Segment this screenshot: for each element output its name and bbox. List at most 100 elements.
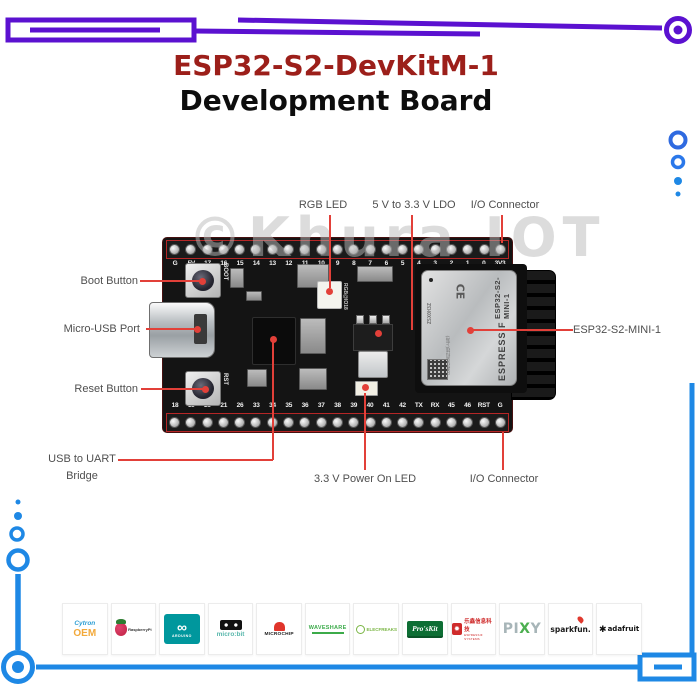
pin-label: 9 <box>335 260 340 267</box>
pin-label: 3V3 <box>492 260 508 270</box>
pin-hole <box>348 244 360 255</box>
callout-line-ldo <box>410 215 413 330</box>
raspberry-icon <box>115 618 128 636</box>
cytron-text: Cytron <box>74 619 96 627</box>
boot-silkscreen: BOOT <box>222 263 228 281</box>
pin-hole <box>185 244 197 255</box>
pin-hole <box>364 244 376 255</box>
pin-hole <box>331 417 343 428</box>
pin-hole <box>348 417 360 428</box>
logo-elecfreaks: ELECFREAKS <box>353 603 400 655</box>
infinity-icon: ∞ <box>176 619 187 635</box>
pin-label: RX <box>430 402 440 409</box>
pin-hole <box>413 417 425 428</box>
pin-label: 26 <box>236 402 244 409</box>
waveshare-underline <box>311 631 344 634</box>
pin-label: TX <box>414 402 423 409</box>
callout-dot-uart <box>269 335 277 343</box>
pin-label: 5 <box>400 260 405 267</box>
smd-component <box>246 291 262 301</box>
label-reset-button: Reset Button <box>74 383 138 395</box>
pin-hole <box>380 417 392 428</box>
pin-hole <box>494 244 506 255</box>
logo-pixy: PIXY <box>499 603 545 655</box>
pin-label: 45 <box>447 402 455 409</box>
elecfreaks-icon <box>355 624 365 634</box>
ce-mark: CE <box>453 283 467 300</box>
pin-label: G <box>172 260 178 267</box>
pin-label: 10 <box>313 260 329 270</box>
pin-hole <box>169 244 180 255</box>
pin-hole <box>397 417 409 428</box>
pin-hole <box>429 417 441 428</box>
pin-label: 12 <box>285 260 293 267</box>
logo-microchip: MICROCHIP <box>256 603 302 655</box>
callout-line-boot <box>140 280 201 282</box>
pin-label: 4 <box>411 260 427 270</box>
callout-line-io-bottom <box>502 432 504 470</box>
top-pin-header <box>166 240 509 259</box>
pin-hole <box>201 244 213 255</box>
callout-line-rgb-led <box>328 215 331 288</box>
callout-dot-ldo <box>374 329 382 337</box>
pin-label: 42 <box>399 402 406 409</box>
pin-label: 37 <box>317 402 325 409</box>
pin-label: 11 <box>297 260 313 270</box>
microchip-icon <box>273 621 285 631</box>
adafruit-text: adafruit <box>607 625 640 633</box>
smd-component <box>299 368 327 390</box>
label-esp32-module: ESP32-S2-MINI-1 <box>573 324 662 336</box>
pin-hole <box>234 417 246 428</box>
raspberry-pi-text: RaspberryPi <box>128 626 152 632</box>
pin-label: 38 <box>334 402 341 409</box>
rgb-silkscreen: RGB@IO18 <box>342 283 348 310</box>
logo-arduino: ∞ ARDUINO <box>159 603 205 655</box>
pin-hole <box>283 417 295 428</box>
pin-hole <box>217 417 229 428</box>
pin-hole <box>250 417 262 428</box>
logo-waveshare: WAVESHARE <box>304 603 351 655</box>
label-uart-line2: Bridge <box>66 470 98 482</box>
pin-hole <box>380 244 392 255</box>
callout-dot-power-led <box>361 383 369 391</box>
pin-hole <box>494 417 506 428</box>
callout-line-reset <box>141 388 204 390</box>
callout-dot-usb <box>193 325 201 333</box>
pin-label: 8 <box>352 260 356 267</box>
module-serial: ZSX0H3Z <box>427 303 433 325</box>
proskit-text: Pro'sKit <box>407 620 443 638</box>
microbit-text: micro:bit <box>216 631 245 638</box>
arduino-text: ARDUINO <box>172 634 192 638</box>
adafruit-star-icon: ✱ <box>599 623 607 634</box>
ldo-regulator-component <box>353 315 393 381</box>
pin-hole <box>364 417 376 428</box>
oem-text: OEM <box>73 627 97 639</box>
espressif-cn-text: 乐鑫信息科技 <box>464 619 492 633</box>
label-io-connector-top: I/O Connector <box>470 199 540 211</box>
arduino-badge: ∞ ARDUINO <box>163 614 200 644</box>
callout-dot-reset <box>201 385 209 393</box>
pin-hole <box>462 417 474 428</box>
pin-hole <box>299 417 311 428</box>
pin-hole <box>446 417 458 428</box>
pin-hole <box>315 417 327 428</box>
pin-label: 21 <box>220 402 228 409</box>
pin-label: 18 <box>171 402 179 409</box>
pin-label: 7 <box>368 260 372 267</box>
pin-label: 46 <box>464 402 471 409</box>
logo-sparkfun: sparkfun. <box>547 603 594 655</box>
callout-line-power-led <box>364 393 366 470</box>
pin-hole <box>266 244 278 255</box>
pin-label: 2 <box>443 260 459 270</box>
pin-hole <box>217 244 229 255</box>
pin-label: 15 <box>236 260 244 267</box>
microchip-text: MICROCHIP <box>264 631 294 637</box>
top-pin-labels: G5V171615141312111098765432103V3 <box>166 260 509 270</box>
pin-label: 40 <box>366 402 374 409</box>
pin-label: 0 <box>476 260 492 270</box>
pin-hole <box>478 417 490 428</box>
pin-label: RST <box>477 402 490 409</box>
pin-hole <box>397 244 409 255</box>
